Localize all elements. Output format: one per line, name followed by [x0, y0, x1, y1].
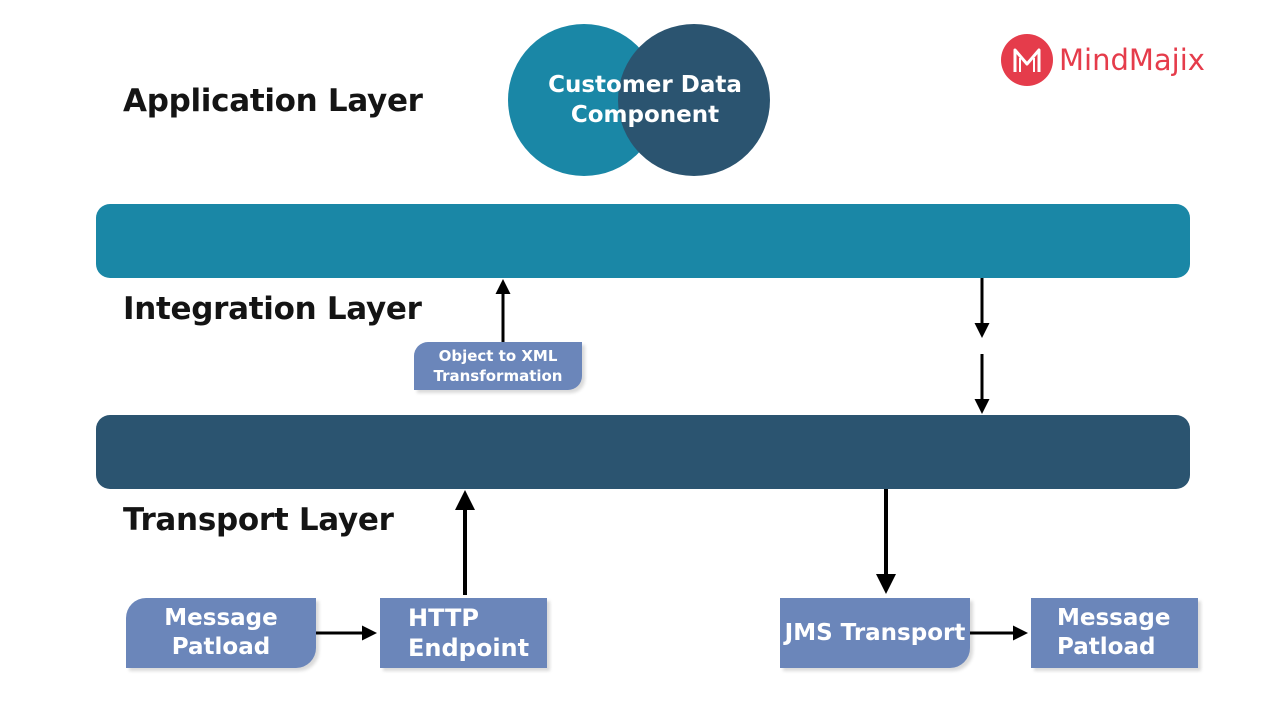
- integration-layer-label: Integration Layer: [123, 291, 422, 327]
- mindmajix-logo: MindMajix: [1001, 34, 1205, 86]
- mindmajix-logo-text: MindMajix: [1059, 43, 1205, 77]
- jms-transport-box: JMS Transport: [780, 598, 970, 668]
- outbound-payload-line2: Patload: [1057, 634, 1156, 660]
- component-label-line1: Customer Data: [548, 72, 742, 98]
- transformation-line2: Transformation: [433, 367, 563, 385]
- transport-layer-label: Transport Layer: [123, 502, 394, 538]
- transport-layer-bar: [96, 415, 1190, 489]
- customer-data-component-label: Customer Data Component: [520, 70, 770, 130]
- application-layer-label: Application Layer: [123, 83, 423, 119]
- inbound-payload-line2: Patload: [171, 634, 271, 660]
- object-to-xml-transformation-box: Object to XML Transformation: [414, 342, 582, 390]
- http-endpoint-line1: HTTP: [408, 604, 479, 632]
- http-endpoint-box: HTTP Endpoint: [380, 598, 547, 668]
- outbound-message-payload-box: Message Patload: [1031, 598, 1198, 668]
- outbound-payload-line1: Message: [1057, 605, 1171, 631]
- inbound-message-payload-box: Message Patload: [126, 598, 316, 668]
- jms-transport-label: JMS Transport: [784, 620, 966, 646]
- component-circle-right: [618, 24, 770, 176]
- component-label-line2: Component: [570, 102, 720, 128]
- http-endpoint-line2: Endpoint: [408, 634, 530, 662]
- transformation-line1: Object to XML: [438, 347, 558, 365]
- integration-layer-bar: [96, 204, 1190, 278]
- mindmajix-logo-icon: [1001, 34, 1053, 86]
- inbound-payload-line1: Message: [164, 605, 278, 631]
